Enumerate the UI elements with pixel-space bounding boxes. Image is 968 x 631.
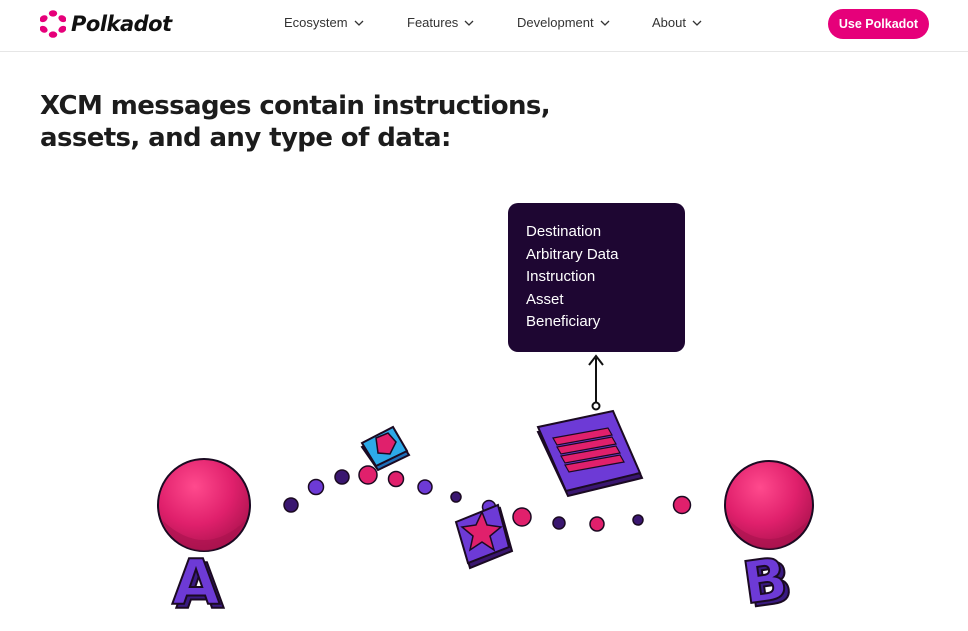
nav-about[interactable]: About	[652, 15, 702, 30]
chain-b-letter: B B	[738, 543, 798, 622]
polkadot-logo[interactable]: Polkadot	[40, 10, 172, 38]
nav-ecosystem-label: Ecosystem	[284, 15, 348, 30]
nav-development-label: Development	[517, 15, 594, 30]
chain-a-letter: A A	[171, 545, 225, 624]
nav-about-label: About	[652, 15, 686, 30]
message-contents-box: Destination Arbitrary Data Instruction A…	[508, 203, 685, 352]
data-tile-icon	[360, 425, 411, 472]
polkadot-logo-icon	[40, 10, 66, 38]
use-polkadot-button[interactable]: Use Polkadot	[828, 9, 929, 39]
message-path-dots	[283, 465, 692, 532]
page-title: XCM messages contain instructions, asset…	[40, 90, 660, 154]
xcm-message-card-icon	[536, 409, 644, 498]
message-fields-list: Destination Arbitrary Data Instruction A…	[526, 221, 685, 334]
svg-text:B: B	[743, 547, 796, 620]
field-instruction: Instruction	[526, 268, 596, 286]
chain-b-sphere	[724, 460, 814, 550]
field-arbitrary-data: Arbitrary Data	[526, 245, 619, 263]
arrow-up-icon	[588, 354, 604, 411]
nav-features[interactable]: Features	[407, 15, 474, 30]
page-title-line-1: XCM messages contain instructions,	[40, 91, 551, 121]
chevron-down-icon	[600, 20, 610, 26]
field-destination: Destination	[526, 223, 602, 240]
nav-development[interactable]: Development	[517, 15, 610, 30]
field-asset: Asset	[526, 290, 564, 308]
asset-star-tile-icon	[454, 503, 514, 570]
nav-ecosystem[interactable]: Ecosystem	[284, 15, 364, 30]
chevron-down-icon	[464, 20, 474, 26]
field-beneficiary: Beneficiary	[526, 313, 601, 331]
brand-name: Polkadot	[71, 12, 172, 36]
nav-features-label: Features	[407, 15, 459, 30]
svg-text:A: A	[176, 550, 224, 623]
site-header: Polkadot Ecosystem Features Development …	[0, 0, 968, 52]
page-title-line-2: assets, and any type of data:	[40, 123, 451, 153]
chevron-down-icon	[354, 20, 364, 26]
chevron-down-icon	[692, 20, 702, 26]
chain-b-label: B	[739, 544, 792, 617]
chain-a-label: A	[172, 546, 220, 619]
chain-a-sphere	[157, 458, 251, 552]
